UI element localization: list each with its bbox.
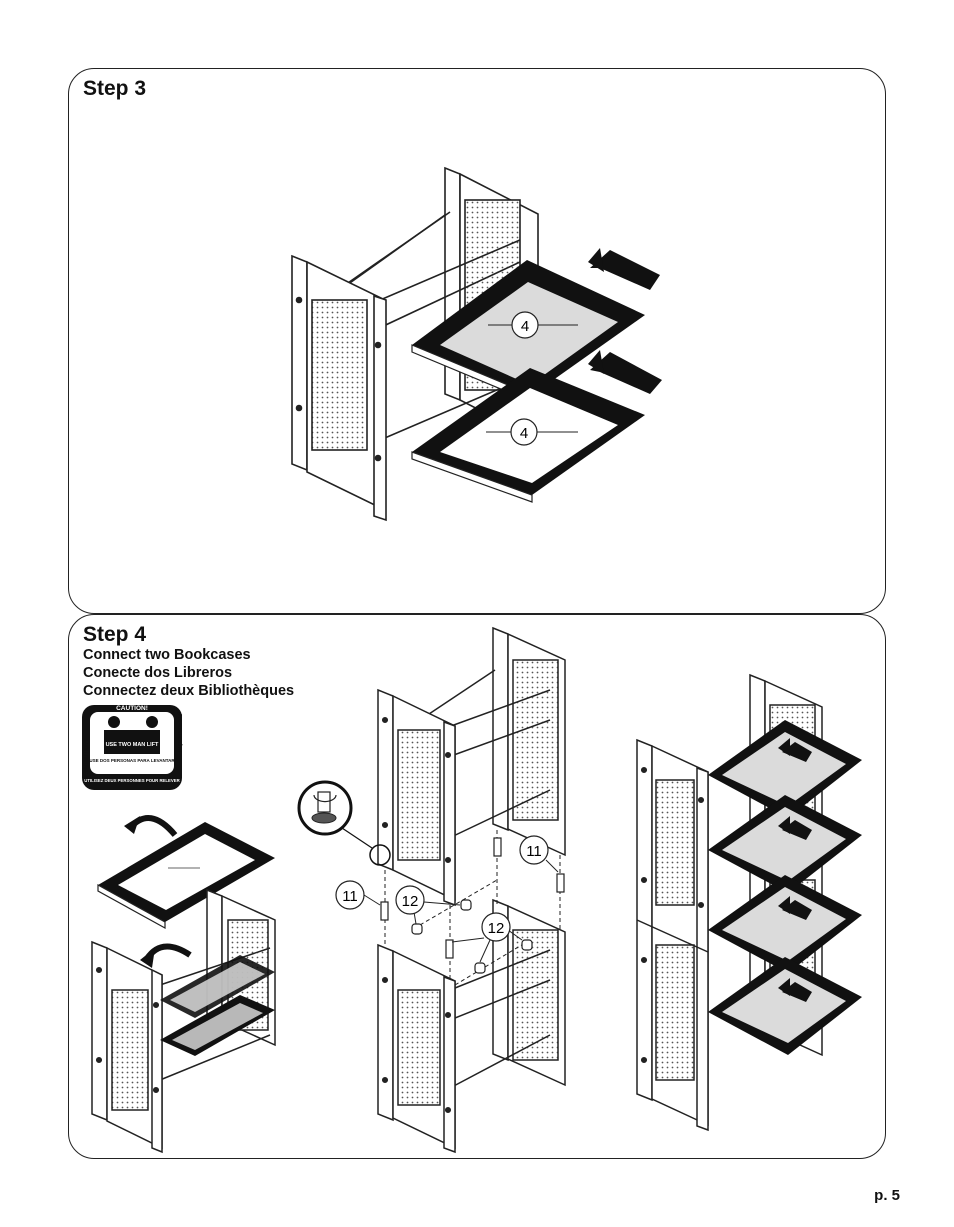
person-icon [146,716,158,728]
step4-lower-bookcase [377,898,566,1154]
caution-es: USE DOS PERSONAS PARA LEVANTAR [89,758,175,763]
person-icon [108,716,120,728]
caution-fr: UTILISEZ DEUX PERSONNES POUR RELEVER [84,778,180,783]
step4-stacked-shelves [708,720,862,1055]
step3-title: Step 3 [83,77,147,100]
step4-part-label-11a: 11 [342,888,358,905]
bolt-icon [445,939,454,959]
nut-icon [411,923,423,935]
step4-part-callout-11b: 11 [519,835,559,873]
bolt-icon [380,901,389,921]
step4-subtitle-es: Conecte dos Libreros [83,665,233,681]
caution-badge: CAUTION! USE TWO MAN LIFT USE DOS PERSON… [82,705,184,790]
step4-part-label-12a: 12 [402,893,419,910]
step3-part-label-2: 4 [520,425,528,442]
step4-removed-top-shelf [97,822,275,930]
svg-text:CAUTION!: CAUTION! [116,705,148,712]
step4-part-label-12b: 12 [488,920,505,937]
caution-right: ¡PRECAUCIÓN! [176,712,184,753]
bolt-icon [556,873,565,893]
rotate-arrow-icon [313,794,337,803]
step4-part-callout-12b: 12 [451,912,523,963]
nut-icon [460,899,472,911]
step4-part-callout-12a: 12 [395,885,461,925]
nut-icon [474,962,486,974]
step4-subtitle-en: Connect two Bookcases [83,647,251,663]
step3-insert-arrows [588,248,662,394]
curved-arrow-icon [124,816,140,834]
step4-title: Step 4 [83,623,147,646]
nut-icon [521,939,533,951]
leveler-detail [297,780,391,866]
step3-part-callout-2: 4 [486,418,578,446]
step4-subtitle-fr: Connectez deux Bibliothèques [83,683,295,699]
step3-part-callout-1: 4 [488,311,578,339]
step4-insert-arrows [778,738,812,1002]
step3-part-label-1: 4 [521,318,529,335]
step4-part-label-11b: 11 [526,843,542,860]
step4-part-callout-11a: 11 [335,880,381,910]
step4-bolts [380,837,565,974]
step4-left-shelves [160,955,275,1056]
step4-upper-bookcase [377,626,566,907]
page-number: p. 5 [874,1187,900,1204]
caution-en: USE TWO MAN LIFT [106,742,159,748]
caution-left: PRÉCAUTION! [82,740,90,778]
bolt-icon [493,837,502,857]
